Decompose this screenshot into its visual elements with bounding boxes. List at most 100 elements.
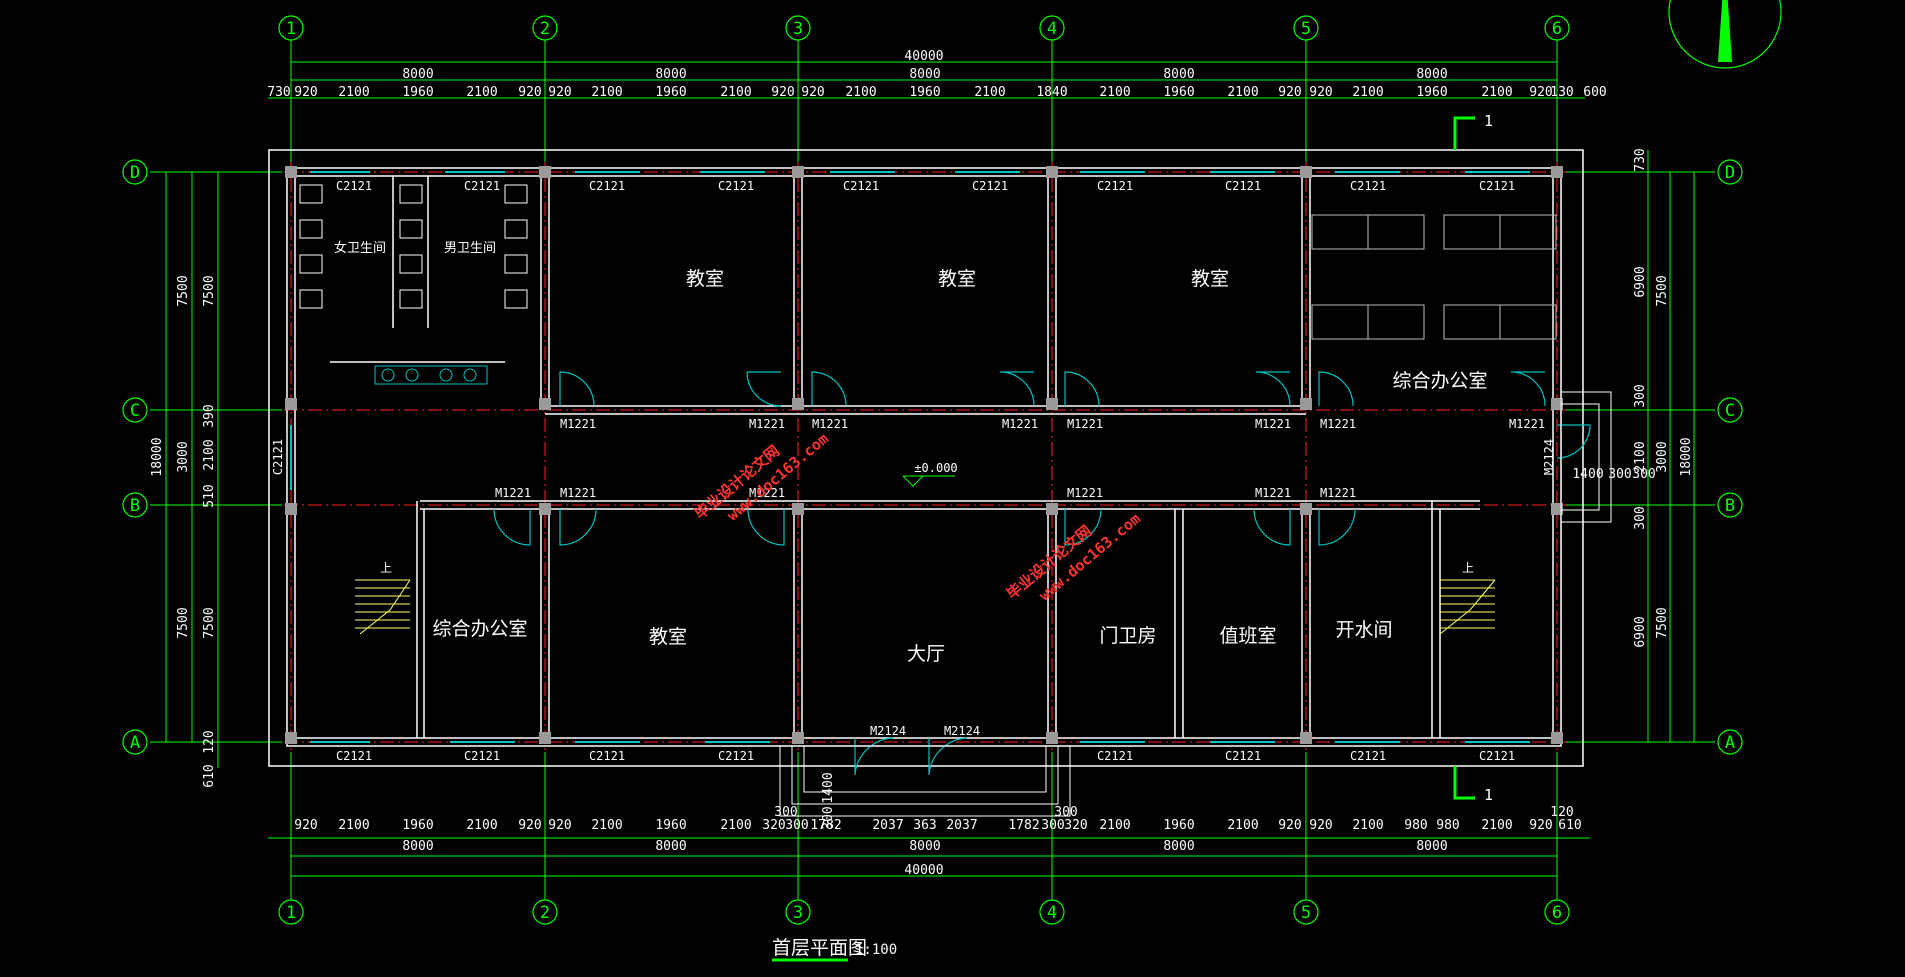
dim-top-seg: 2100 xyxy=(720,85,751,100)
dim-top-bay-4: 8000 xyxy=(1163,67,1194,82)
window-label: C2121 xyxy=(1097,179,1133,193)
dim-left-mid: 7500 xyxy=(176,607,191,638)
section-label-bottom: 1 xyxy=(1484,786,1493,804)
dim-bottom-seg: 610 xyxy=(1558,818,1581,833)
dim-top-seg: 920 xyxy=(1278,85,1301,100)
dim-top-seg: 920 xyxy=(518,85,541,100)
dim-bottom-seg: 2037 xyxy=(872,818,903,833)
dim-bottom-seg: 920 xyxy=(518,818,541,833)
room-classroom-2: 教室 xyxy=(938,268,976,290)
section-label-top: 1 xyxy=(1484,112,1493,130)
dim-bottom-seg: 1782 xyxy=(810,818,841,833)
axis-label-col-4-bottom: 4 xyxy=(1047,903,1057,923)
dim-bottom-bay-4: 8000 xyxy=(1163,839,1194,854)
room-water: 开水间 xyxy=(1335,619,1392,641)
room-office-bottom: 综合办公室 xyxy=(432,618,527,640)
dim-bottom-extra: 300 xyxy=(821,806,836,829)
axis-label-row-a: A xyxy=(130,733,140,753)
stairs-left xyxy=(355,579,411,635)
dim-top-bay-1: 8000 xyxy=(402,67,433,82)
window-label: C2121 xyxy=(1097,749,1133,763)
door-label: M1221 xyxy=(560,486,596,500)
dim-right-inner: 6900 xyxy=(1633,266,1648,297)
dim-bottom-seg: 1960 xyxy=(402,818,433,833)
dim-top-seg: 730 xyxy=(267,85,290,100)
axis-label-col-1-bottom: 1 xyxy=(286,903,296,923)
stair-label-left: 上 xyxy=(380,561,392,575)
room-classroom-4: 教室 xyxy=(649,626,687,648)
door-label: M2124 xyxy=(870,724,906,738)
axis-label-col-6: 6 xyxy=(1552,19,1562,39)
north-arrow-icon xyxy=(1668,0,1782,69)
dim-bottom-seg: 2100 xyxy=(1227,818,1258,833)
door-label: M1221 xyxy=(1509,417,1545,431)
room-guard: 门卫房 xyxy=(1099,625,1156,647)
dim-top-seg: 130 xyxy=(1550,85,1573,100)
office-desks xyxy=(1311,214,1557,340)
dim-top-seg: 2100 xyxy=(1481,85,1512,100)
dim-bottom-seg: 2100 xyxy=(338,818,369,833)
dim-left-mid: 3000 xyxy=(176,441,191,472)
left-dimensions: 18000 7500 3000 7500 7500 390 2100 510 7… xyxy=(150,275,217,787)
dim-bottom-seg: 980 xyxy=(1404,818,1427,833)
bottom-dimensions: 920 2100 1960 2100 920 920 2100 1960 210… xyxy=(294,772,1581,878)
dim-bottom-seg: 1960 xyxy=(655,818,686,833)
dim-right-inner: 300 xyxy=(1633,384,1648,407)
dim-bottom-bay-2: 8000 xyxy=(655,839,686,854)
window-label: C2121 xyxy=(336,749,372,763)
entrance-steps xyxy=(779,391,1612,817)
window-label: C2121 xyxy=(336,179,372,193)
dim-left-inner: 7500 xyxy=(202,607,217,638)
room-hall: 大厅 xyxy=(907,643,945,665)
door-label: M1221 xyxy=(1002,417,1038,431)
axis-label-col-3-bottom: 3 xyxy=(793,903,803,923)
window-label: C2121 xyxy=(589,179,625,193)
axis-label-col-2: 2 xyxy=(540,19,550,39)
dim-top-seg: 2100 xyxy=(466,85,497,100)
dim-bottom-seg: 1782 xyxy=(1008,818,1039,833)
room-office-top: 综合办公室 xyxy=(1392,370,1487,392)
door-label: M1221 xyxy=(495,486,531,500)
window-label: C2121 xyxy=(271,439,285,475)
axis-label-col-5: 5 xyxy=(1301,19,1311,39)
dim-bottom-seg: 2100 xyxy=(1352,818,1383,833)
dimension-lines xyxy=(165,61,1695,877)
room-classroom-3: 教室 xyxy=(1191,268,1229,290)
windows xyxy=(290,171,1530,743)
dim-top-seg: 1960 xyxy=(1416,85,1447,100)
window-labels: C2121 C2121 C2121 C2121 C2121 C2121 C212… xyxy=(271,179,1515,763)
dim-bottom-extra: 120 xyxy=(1550,805,1573,820)
section-labels: 1 1 xyxy=(1484,112,1493,804)
axis-label-col-1: 1 xyxy=(286,19,296,39)
axis-label-row-c: C xyxy=(130,401,140,421)
dim-left-mid: 7500 xyxy=(176,275,191,306)
window-label: C2121 xyxy=(1350,749,1386,763)
window-label: C2121 xyxy=(464,179,500,193)
window-label: C2121 xyxy=(843,179,879,193)
dim-right-mid: 3000 xyxy=(1655,441,1670,472)
drawing-title-text: 首层平面图 xyxy=(772,937,867,959)
door-label: M1221 xyxy=(749,486,785,500)
dim-bottom-seg: 300 xyxy=(785,818,808,833)
building-outline xyxy=(268,149,1584,767)
door-label: M1221 xyxy=(1255,417,1291,431)
watermarks: 毕业设计论文网 www.doc163.com 毕业设计论文网 www.doc16… xyxy=(691,429,1144,604)
dim-bottom-seg: 920 xyxy=(1529,818,1552,833)
dim-bottom-seg: 2100 xyxy=(591,818,622,833)
axis-label-col-6-bottom: 6 xyxy=(1552,903,1562,923)
dim-left-inner: 610 xyxy=(202,764,217,787)
level-label: ±0.000 xyxy=(914,461,957,475)
axis-label-col-3: 3 xyxy=(793,19,803,39)
dim-top-seg: 2100 xyxy=(974,85,1005,100)
door-label: M1221 xyxy=(1067,417,1103,431)
dim-bottom-seg: 920 xyxy=(548,818,571,833)
dim-top-seg: 920 xyxy=(1529,85,1552,100)
door-label: M2124 xyxy=(1542,439,1556,475)
dim-bottom-seg: 2100 xyxy=(720,818,751,833)
drawing-title: 首层平面图 1:100 xyxy=(772,937,897,962)
columns xyxy=(285,166,1563,744)
axis-bubbles xyxy=(122,15,1743,925)
dim-bottom-extra: 300 xyxy=(774,805,797,820)
dim-right-stair: 1400 xyxy=(1572,467,1603,482)
